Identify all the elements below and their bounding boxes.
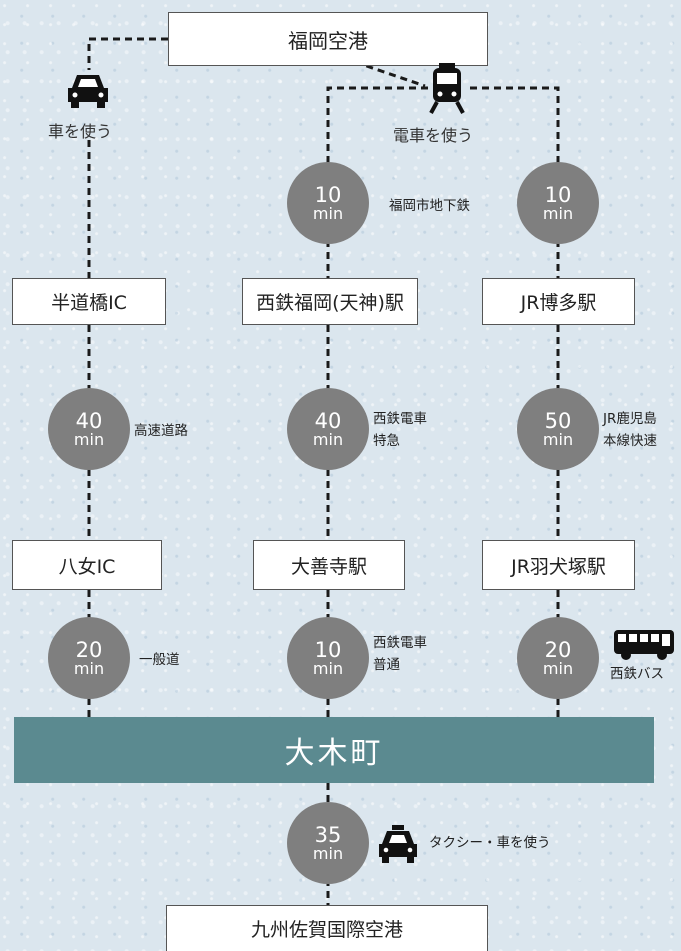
time-circle-subway: 10 min: [287, 162, 369, 244]
car-icon: [68, 75, 108, 108]
station-jr-hakata: JR博多駅: [482, 278, 635, 325]
destination-bar: 大木町: [14, 717, 654, 783]
time-value: 10: [544, 182, 572, 207]
time-unit: min: [542, 203, 574, 223]
nishitetsu-express-label: 西鉄電車 特急: [373, 409, 427, 452]
time-value: 10: [314, 182, 342, 207]
destination-label: 大木町: [284, 736, 384, 771]
general-road-label: 一般道: [139, 652, 180, 668]
line-airport-to-car: [87, 37, 168, 70]
expressway-label: 高速道路: [134, 423, 188, 439]
time-unit: min: [73, 658, 105, 678]
fukuoka-airport-label: 福岡空港: [288, 28, 368, 53]
car-mode-label: 車を使う: [48, 122, 113, 141]
saga-airport-box: 九州佐賀国際空港: [166, 905, 488, 951]
time-value: 35: [314, 822, 342, 847]
line-train-right: [470, 86, 560, 278]
label-line: 西鉄電車: [373, 635, 427, 651]
time-circle-taxi: 35 min: [287, 802, 369, 884]
subway-label: 福岡市地下鉄: [389, 198, 470, 214]
time-value: 40: [314, 408, 342, 433]
time-unit: min: [312, 203, 344, 223]
time-unit: min: [73, 429, 105, 449]
station-jr-hainuzuka: JR羽犬塚駅: [482, 540, 635, 590]
train-icon: [429, 63, 465, 114]
time-unit: min: [542, 658, 574, 678]
time-unit: min: [542, 429, 574, 449]
line-train-left: [326, 86, 428, 278]
time-circle-nishitetsu-express: 40 min: [287, 388, 369, 470]
station-daizenji: 大善寺駅: [253, 540, 405, 590]
station-yame-ic: 八女IC: [12, 540, 162, 590]
line-airport-to-train: [354, 60, 426, 88]
time-unit: min: [312, 843, 344, 863]
label-line: 普通: [373, 656, 400, 673]
label-line: 本線快速: [603, 432, 657, 449]
station-label: 半道橋IC: [51, 292, 127, 314]
train-mode-label: 電車を使う: [393, 126, 474, 145]
taxi-icon: [379, 825, 417, 863]
time-unit: min: [312, 429, 344, 449]
saga-airport-label: 九州佐賀国際空港: [250, 919, 403, 941]
nishitetsu-local-label: 西鉄電車 普通: [373, 633, 427, 676]
time-value: 20: [544, 637, 572, 662]
time-circle-to-hakata: 10 min: [517, 162, 599, 244]
station-label: 八女IC: [58, 555, 116, 578]
time-value: 40: [75, 408, 103, 433]
jr-kagoshima-label: JR鹿児島 本線快速: [603, 409, 657, 452]
station-label: JR羽犬塚駅: [511, 555, 606, 578]
time-value: 20: [75, 637, 103, 662]
time-circle-general-road: 20 min: [48, 617, 130, 699]
station-label: 西鉄福岡(天神)駅: [256, 292, 404, 314]
time-circle-nishitetsu-local: 10 min: [287, 617, 369, 699]
time-value: 10: [314, 637, 342, 662]
fukuoka-airport-box: 福岡空港: [168, 12, 488, 66]
bus-icon: [614, 630, 674, 660]
label-line: JR鹿児島: [603, 411, 657, 427]
taxi-label: タクシー・車を使う: [429, 835, 551, 851]
station-nishitetsu-fukuoka: 西鉄福岡(天神)駅: [242, 278, 418, 325]
station-label: JR博多駅: [520, 292, 597, 314]
label-line: 西鉄電車: [373, 411, 427, 427]
time-circle-jr-kagoshima: 50 min: [517, 388, 599, 470]
station-hando-ic: 半道橋IC: [12, 278, 166, 325]
time-value: 50: [544, 408, 572, 433]
label-line: 特急: [373, 432, 400, 449]
station-label: 大善寺駅: [290, 555, 367, 578]
nishitetsu-bus-label: 西鉄バス: [610, 666, 664, 682]
time-circle-nishitetsu-bus: 20 min: [517, 617, 599, 699]
time-unit: min: [312, 658, 344, 678]
time-circle-expressway: 40 min: [48, 388, 130, 470]
